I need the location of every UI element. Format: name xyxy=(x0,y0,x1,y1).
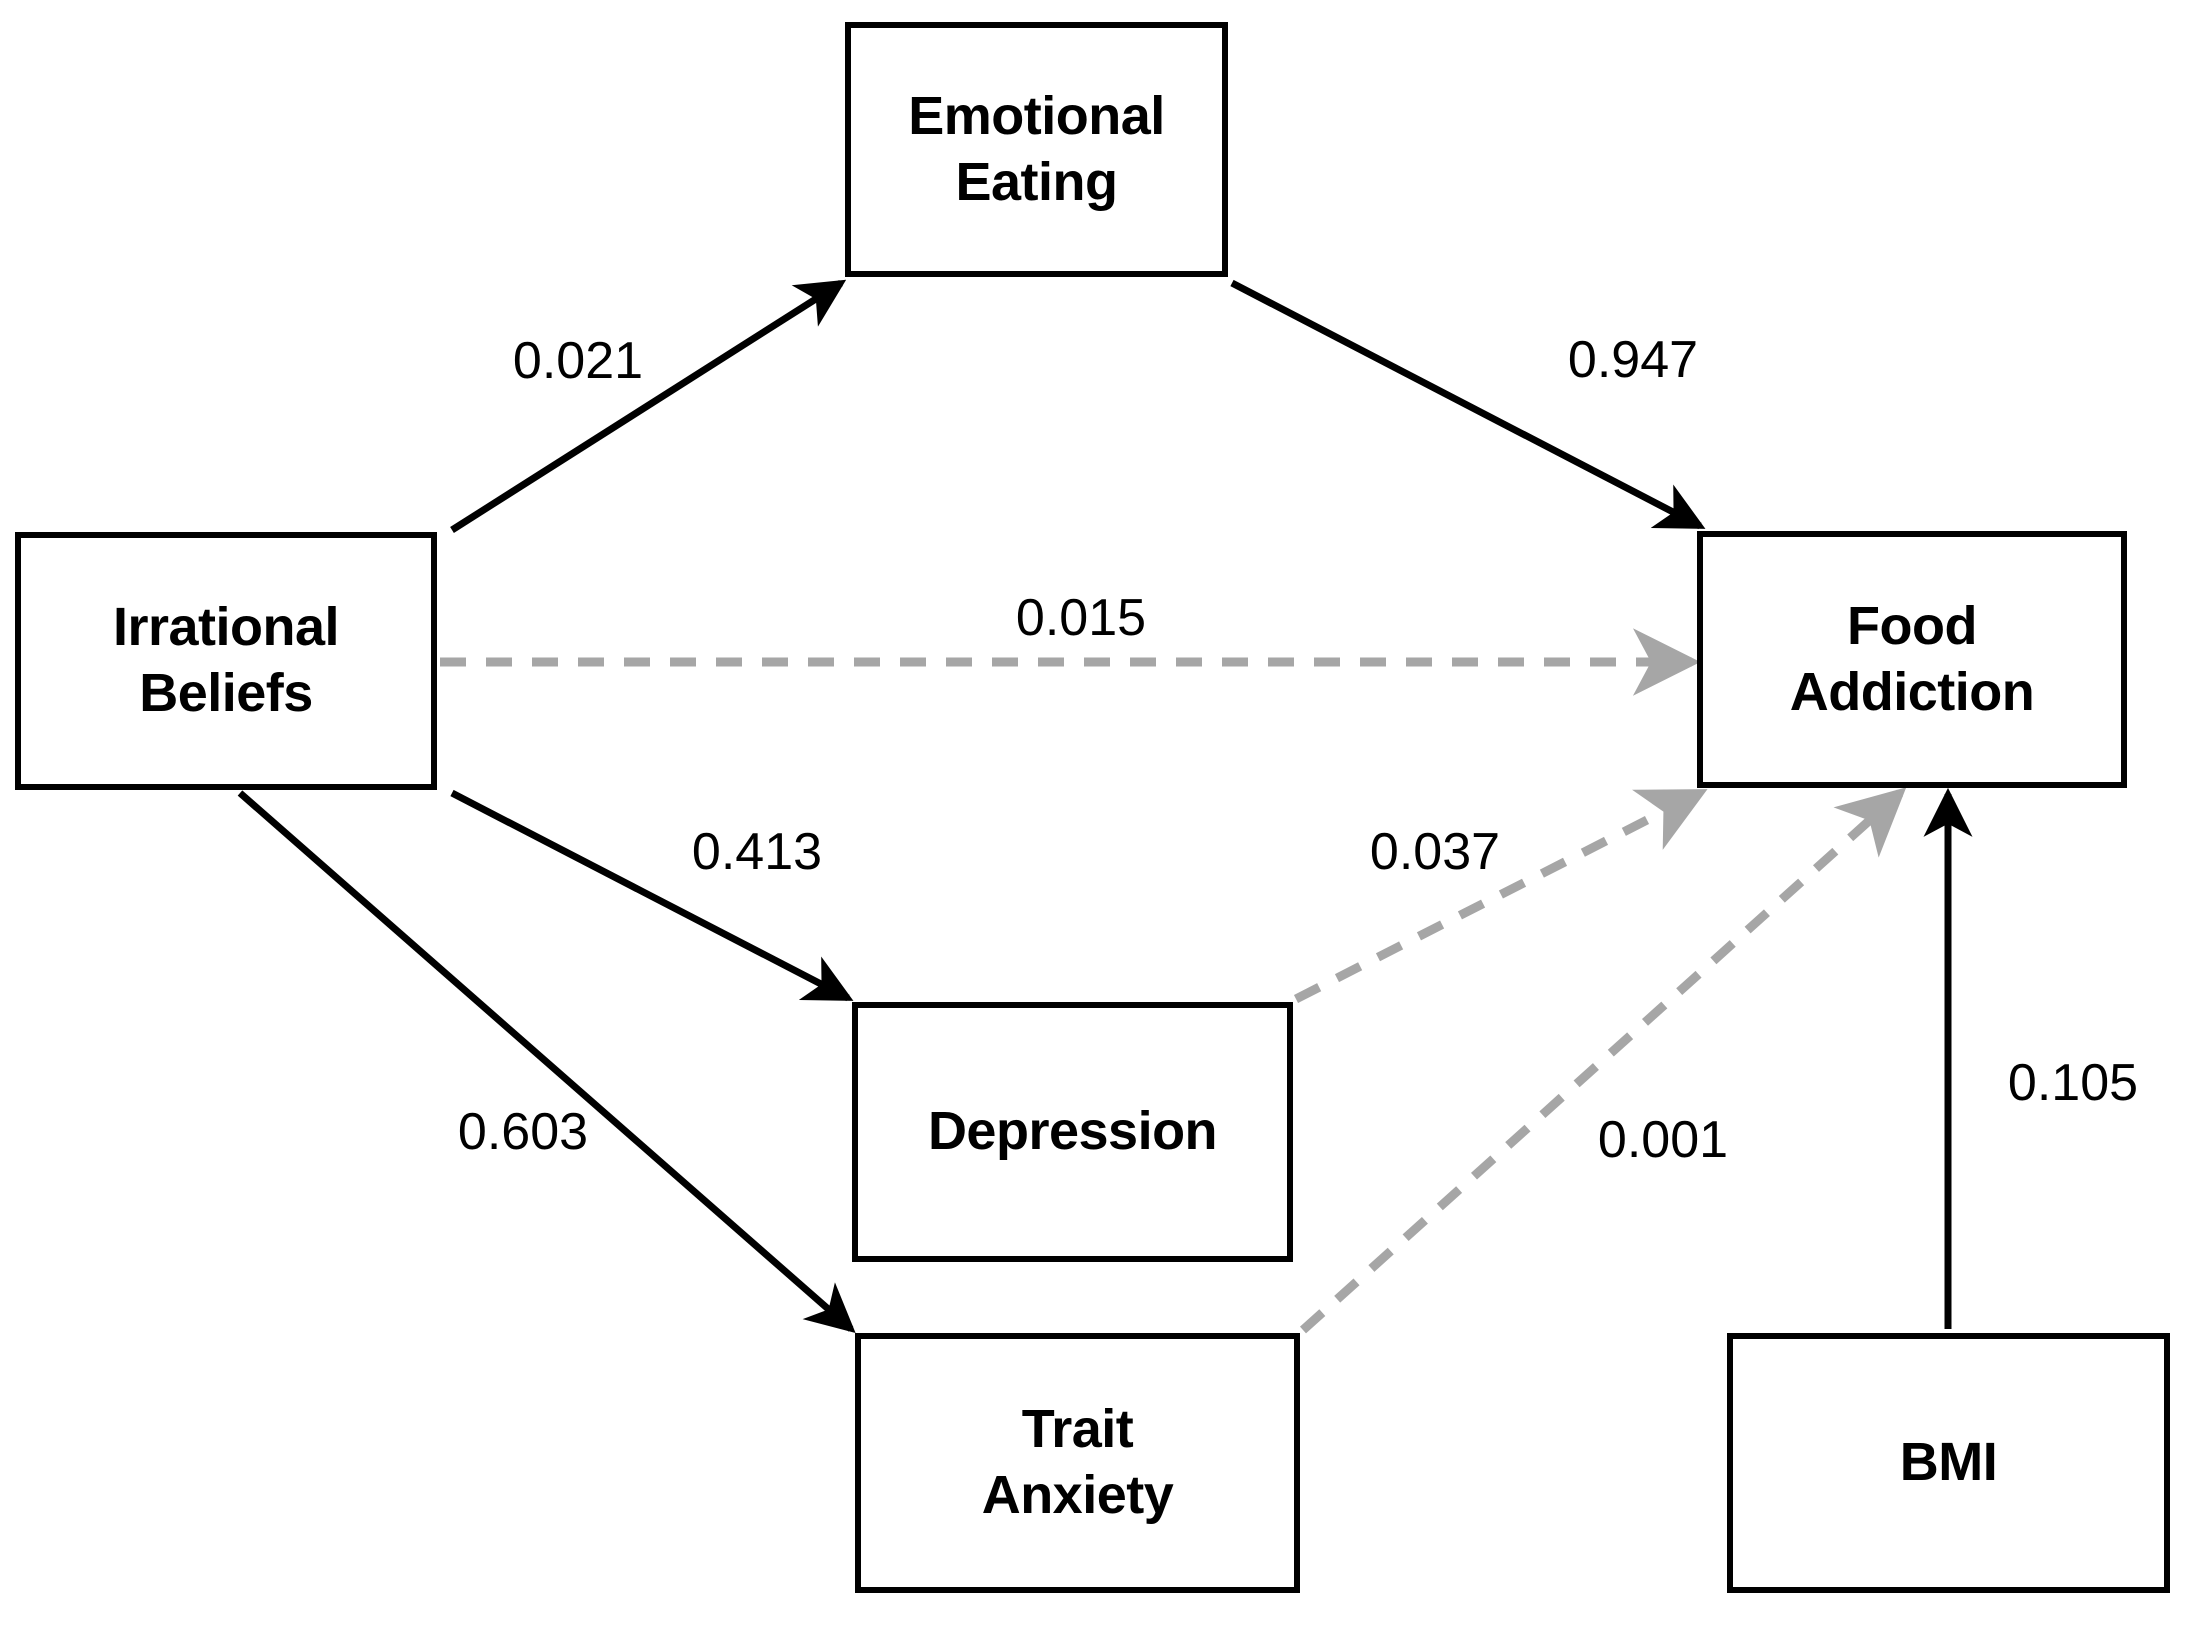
coefficient-label-irrational-beliefs-to-food-addiction: 0.015 xyxy=(1015,589,1147,647)
coefficient-label-irrational-beliefs-to-emotional-eating: 0.021 xyxy=(512,332,644,390)
coefficient-label-bmi-to-food-addiction: 0.105 xyxy=(2007,1054,2139,1112)
node-emotional-eating[interactable]: Emotional Eating xyxy=(845,22,1228,277)
coefficient-label-trait-anxiety-to-food-addiction: 0.001 xyxy=(1597,1111,1729,1169)
node-label-irrational-beliefs: Irrational Beliefs xyxy=(112,597,340,723)
edge-ib_to_ta xyxy=(237,790,856,1334)
node-irrational-beliefs[interactable]: Irrational Beliefs xyxy=(15,532,437,790)
coefficient-label-emotional-eating-to-food-addiction: 0.947 xyxy=(1567,331,1699,389)
coefficient-label-irrational-beliefs-to-depression: 0.413 xyxy=(691,823,823,881)
edge-ib_to_dep xyxy=(450,789,854,1002)
node-label-trait-anxiety: Trait Anxiety xyxy=(981,1399,1174,1525)
node-food-addiction[interactable]: Food Addiction xyxy=(1697,531,2127,788)
edge-ta_to_fa xyxy=(1299,787,1907,1334)
node-bmi[interactable]: BMI xyxy=(1727,1333,2170,1593)
coefficient-label-irrational-beliefs-to-trait-anxiety: 0.603 xyxy=(457,1103,589,1161)
node-trait-anxiety[interactable]: Trait Anxiety xyxy=(855,1333,1300,1593)
edge-ib_to_ee xyxy=(450,279,847,533)
edge-dep_to_fa xyxy=(1293,788,1708,1004)
node-depression[interactable]: Depression xyxy=(852,1002,1293,1262)
coefficient-label-depression-to-food-addiction: 0.037 xyxy=(1369,823,1501,881)
node-label-food-addiction: Food Addiction xyxy=(1789,595,2035,722)
node-label-depression: Depression xyxy=(927,1101,1218,1162)
node-label-bmi: BMI xyxy=(1899,1432,1998,1493)
node-label-emotional-eating: Emotional Eating xyxy=(908,85,1165,212)
edge-ee_to_fa xyxy=(1230,279,1706,530)
